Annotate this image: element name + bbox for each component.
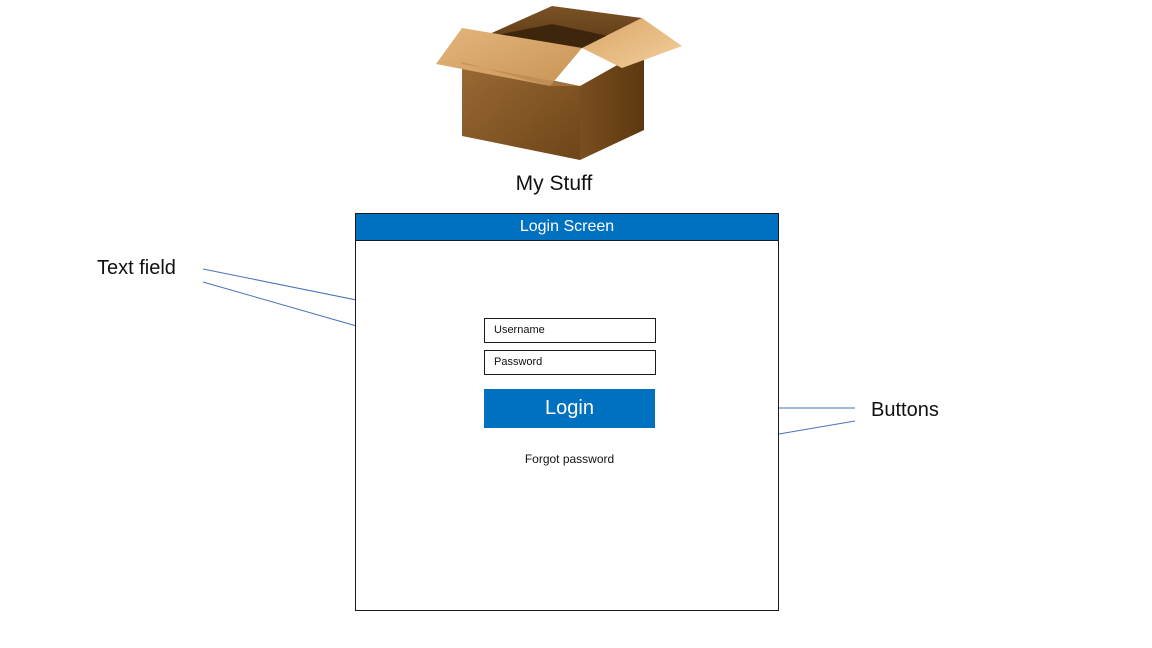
- username-placeholder: Username: [494, 324, 545, 336]
- login-button[interactable]: Login: [484, 389, 655, 428]
- password-placeholder: Password: [494, 356, 543, 368]
- window-header: Login Screen: [356, 214, 778, 241]
- login-window: Login Screen Username Password Login For…: [355, 213, 779, 611]
- annotation-buttons: Buttons: [871, 399, 939, 421]
- annotation-text-field: Text field: [97, 257, 176, 279]
- cardboard-box-icon: [436, 6, 682, 160]
- password-field[interactable]: Password: [484, 350, 656, 375]
- forgot-password-link[interactable]: Forgot password: [524, 452, 615, 466]
- username-field[interactable]: Username: [484, 318, 656, 343]
- app-title: My Stuff: [515, 172, 593, 195]
